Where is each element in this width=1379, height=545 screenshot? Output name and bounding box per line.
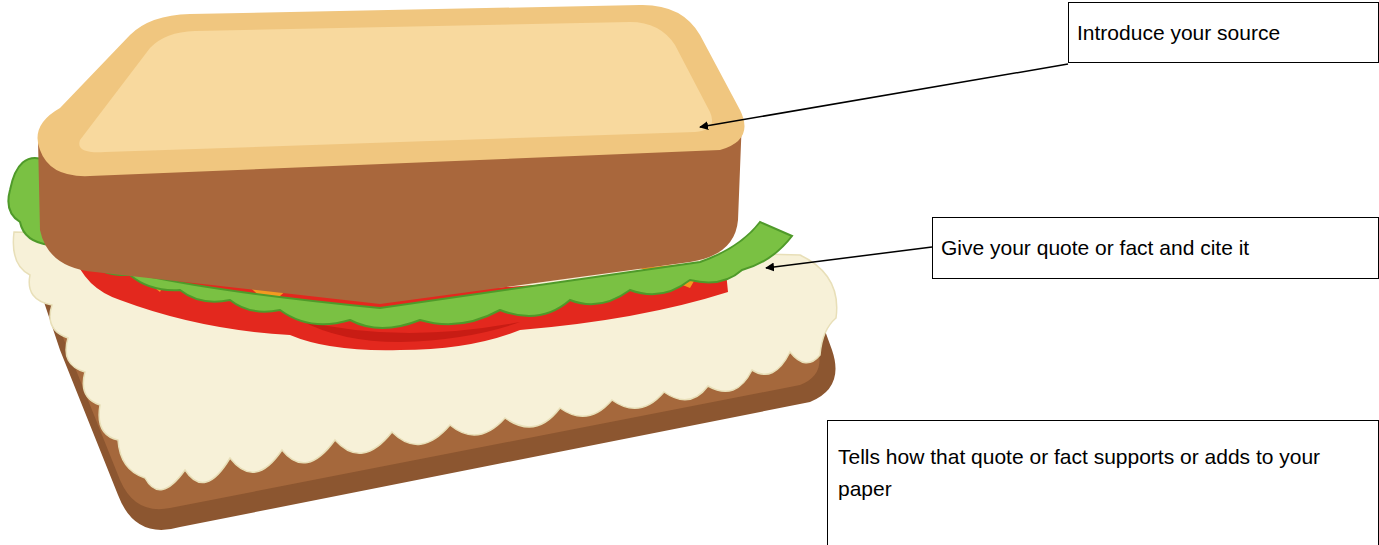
leader-arrow xyxy=(766,247,932,268)
leader-arrow xyxy=(700,64,1068,127)
top-bread-face xyxy=(38,5,745,176)
callout-box: Introduce your source xyxy=(1068,2,1379,63)
callout-box: Give your quote or fact and cite it xyxy=(932,217,1379,279)
callout-text: Give your quote or fact and cite it xyxy=(941,232,1370,264)
callout-text: Tells how that quote or fact supports or… xyxy=(838,441,1368,505)
callout-box: Tells how that quote or fact supports or… xyxy=(827,420,1379,545)
top-bread-highlight xyxy=(79,22,712,152)
callout-text: Introduce your source xyxy=(1077,17,1370,49)
